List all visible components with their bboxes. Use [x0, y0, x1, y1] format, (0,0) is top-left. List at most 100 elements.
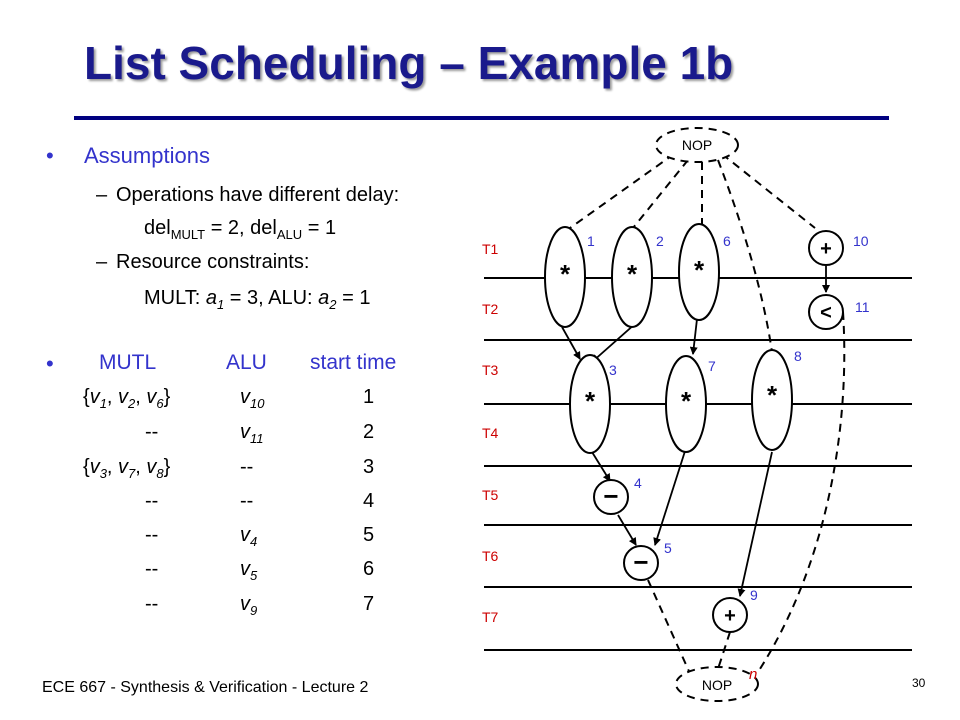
edge-9-to-nop — [716, 631, 731, 673]
table-cell-alu: v11 — [240, 421, 264, 446]
node-9-add — [712, 597, 748, 633]
delay-values-line: delMULT = 2, delALU = 1 — [144, 217, 336, 242]
a1-value: = 3, ALU: — [224, 287, 319, 309]
time-step-label: T5 — [482, 487, 499, 503]
assumptions-heading: Assumptions — [84, 143, 210, 168]
node-11-compare — [808, 294, 844, 330]
a1-subscript: 1 — [216, 297, 225, 312]
time-step-lines — [484, 277, 912, 651]
a2-symbol: a — [318, 287, 330, 309]
title-underline — [74, 116, 889, 120]
page-number: 30 — [912, 676, 926, 690]
table-cell-alu: v9 — [240, 593, 258, 618]
table-cell-alu: -- — [240, 490, 254, 512]
node-9-op: + — [724, 605, 736, 627]
table-cell-mult: {v3, v7, v8} — [83, 456, 171, 481]
edge-5-to-nop — [647, 579, 693, 679]
node-11-index: 11 — [855, 299, 870, 315]
del-mult-subscript: MULT — [170, 227, 206, 242]
del-alu-value: = 1 — [302, 217, 337, 239]
resource-values-line: MULT: a1 = 3, ALU: a2 = 1 — [144, 287, 370, 312]
sub-bullet-delay: –Operations have different delay: — [96, 184, 399, 207]
node-7-op: * — [681, 386, 692, 416]
time-step-label: T3 — [482, 362, 499, 378]
solid-edges — [561, 266, 830, 597]
table-cell-alu: -- — [240, 456, 254, 478]
bullet-dot: • — [46, 351, 54, 376]
table-cell-mult: -- — [145, 593, 159, 615]
edge-3-to-4 — [591, 451, 611, 482]
node-10-add — [808, 230, 844, 266]
node-1-index: 1 — [587, 233, 595, 249]
node-8-mult — [751, 349, 793, 451]
time-step-label: T6 — [482, 548, 499, 564]
table-cell-alu: v10 — [240, 386, 265, 411]
node-6-index: 6 — [723, 233, 731, 249]
a1-symbol: a — [205, 287, 217, 309]
sink-nop-label: NOP — [702, 677, 732, 693]
edge-nop-to-8 — [717, 159, 773, 353]
footer-course-label: ECE 667 - Synthesis & Verification - Lec… — [42, 679, 369, 696]
a2-value: = 1 — [336, 287, 371, 309]
table-cell-start-time: 6 — [363, 558, 375, 580]
mult-resource-label: MULT: — [144, 287, 206, 309]
node-3-mult — [569, 354, 611, 454]
time-step-label: T4 — [482, 425, 499, 441]
edge-nop-to-10 — [721, 153, 816, 229]
node-1-mult — [544, 226, 586, 328]
node-7-index: 7 — [708, 358, 716, 374]
dash-marker: – — [96, 251, 108, 273]
edge-6-to-7 — [689, 318, 698, 355]
node-7-mult — [665, 355, 707, 453]
table-cell-alu: v4 — [240, 524, 258, 549]
node-5-op: − — [633, 547, 648, 577]
node-6-mult — [678, 223, 720, 321]
time-step-label: T7 — [482, 609, 499, 625]
node-2-mult — [611, 226, 653, 328]
node-5-index: 5 — [664, 540, 672, 556]
del-mult-label: del — [144, 217, 171, 239]
table-cell-start-time: 2 — [363, 421, 375, 443]
node-8-index: 8 — [794, 348, 802, 364]
edge-1-to-3 — [561, 326, 581, 360]
sub-bullet-resources-text: Resource constraints: — [116, 251, 310, 273]
node-5-sub — [623, 545, 659, 581]
node-9-index: 9 — [750, 587, 758, 603]
dash-marker: – — [96, 184, 108, 206]
table-cell-mult: -- — [145, 558, 159, 580]
table-cell-alu: v5 — [240, 558, 258, 583]
time-step-label: T1 — [482, 241, 499, 257]
table-cell-start-time: 3 — [363, 456, 375, 478]
bullet-dot: • — [46, 143, 54, 168]
node-8-op: * — [767, 380, 778, 410]
node-4-sub — [593, 479, 629, 515]
node-10-index: 10 — [853, 233, 869, 249]
node-4-index: 4 — [634, 475, 642, 491]
dashed-edges — [569, 153, 846, 679]
source-nop-label: NOP — [682, 137, 712, 153]
table-cell-start-time: 4 — [363, 490, 375, 512]
time-step-label: T2 — [482, 301, 499, 317]
table-cell-mult: {v1, v2, v6} — [83, 386, 171, 411]
node-2-op: * — [627, 259, 638, 289]
table-header-start-time: start time — [310, 351, 397, 374]
sink-nop-node — [675, 666, 759, 702]
table-cell-mult: -- — [145, 490, 159, 512]
del-alu-subscript: ALU — [276, 227, 303, 242]
sub-bullet-delay-text: Operations have different delay: — [116, 184, 400, 206]
node-4-op: − — [603, 481, 618, 511]
table-cell-start-time: 7 — [363, 593, 375, 615]
edge-7-to-5 — [653, 447, 687, 546]
node-6-op: * — [694, 255, 705, 285]
table-cell-mult: -- — [145, 524, 159, 546]
node-3-index: 3 — [609, 362, 617, 378]
edge-2-to-3 — [591, 322, 637, 363]
source-nop-node — [655, 127, 739, 163]
table-cell-mult: -- — [145, 421, 159, 443]
table-header-alu: ALU — [226, 351, 267, 374]
node-10-op: + — [820, 238, 832, 260]
edge-8-to-9 — [737, 451, 773, 597]
a2-subscript: 2 — [329, 297, 337, 312]
sub-bullet-resources: –Resource constraints: — [96, 251, 309, 274]
